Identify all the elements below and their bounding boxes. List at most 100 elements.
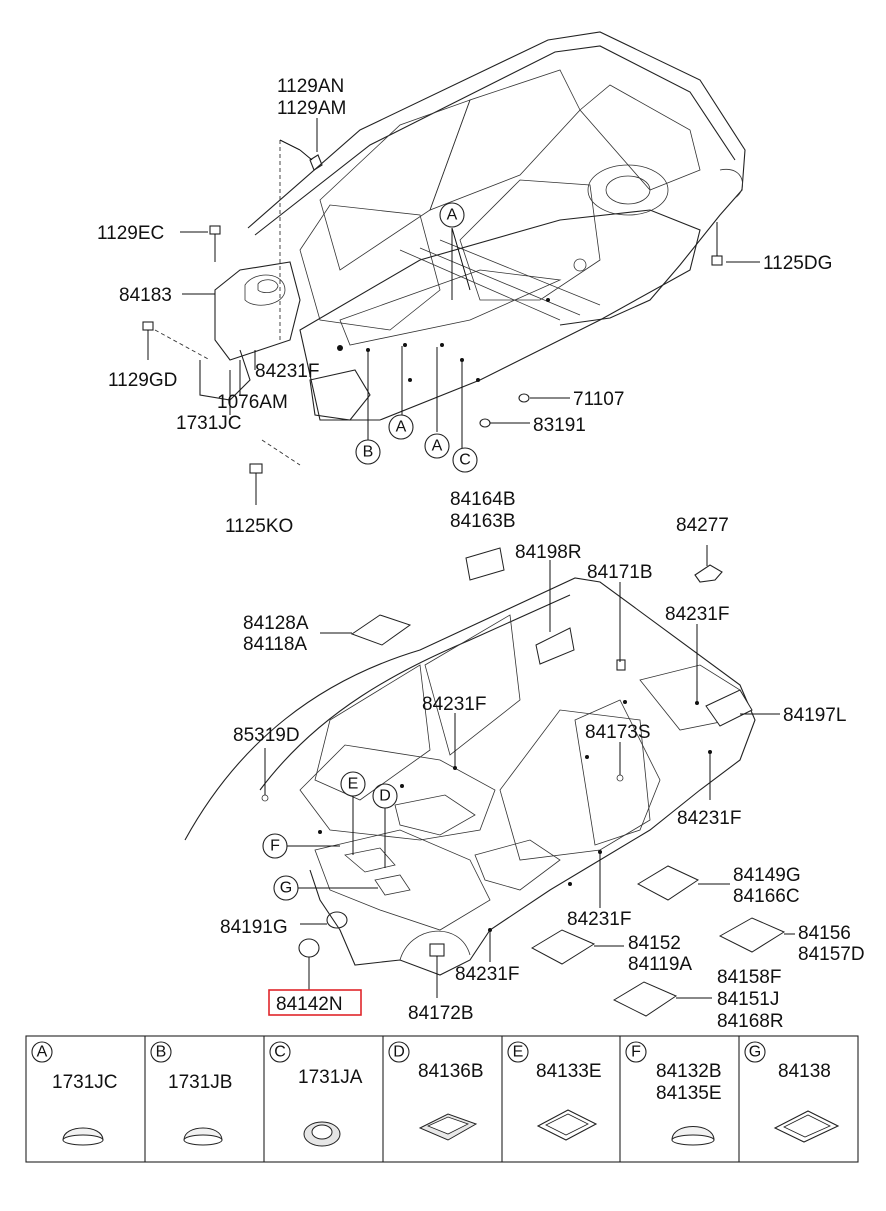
svg-text:D: D [393, 1044, 405, 1061]
svg-text:1731JC: 1731JC [52, 1072, 118, 1093]
svg-text:D: D [379, 788, 391, 805]
pad-icon [705, 689, 753, 727]
callout-e: E [340, 771, 366, 797]
part-label: 84163B [450, 511, 516, 532]
legend-cell-e: E 84133E [507, 1041, 602, 1141]
dome-clip-icon [671, 1126, 715, 1146]
svg-text:E: E [348, 776, 359, 793]
callout-g: G [273, 875, 299, 901]
svg-text:B: B [363, 444, 374, 461]
legend-cell-c: C 1731JA [269, 1041, 363, 1147]
part-label: 84168R [717, 1011, 784, 1032]
part-label: 84118A [243, 634, 307, 655]
pad-icon [535, 627, 575, 665]
legend-cell-a: A 1731JC [31, 1041, 118, 1146]
lower-body-illustration [184, 577, 756, 976]
part-label: 84231F [677, 808, 741, 829]
callout-a: A [424, 433, 450, 459]
clip-icon [479, 418, 491, 428]
svg-text:B: B [156, 1044, 167, 1061]
svg-text:G: G [749, 1044, 761, 1061]
callout-a: A [388, 414, 414, 440]
svg-text:F: F [270, 838, 280, 855]
part-label: 84157D [798, 944, 865, 965]
callout-d: D [372, 783, 398, 809]
part-label: 84277 [676, 515, 729, 536]
callout-b: B [355, 439, 381, 465]
part-label: 84128A [243, 613, 309, 634]
part-label: 84156 [798, 923, 851, 944]
clip-icon [518, 393, 530, 403]
legend-cell-g: G 84138 [744, 1041, 840, 1143]
legend-cell-d: D 84136B [388, 1041, 484, 1141]
svg-text:84135E: 84135E [656, 1083, 722, 1104]
part-label: 83191 [533, 415, 586, 436]
part-label: 84231F [422, 694, 486, 715]
part-label: 85319D [233, 725, 300, 746]
part-label: 84231F [665, 604, 729, 625]
svg-text:F: F [631, 1044, 641, 1061]
legend-table [25, 1035, 859, 1163]
part-label: 84151J [717, 989, 779, 1010]
part-label-highlighted[interactable]: 84142N [276, 994, 343, 1015]
part-label: 84231F [455, 964, 519, 985]
part-label: 1129AN [277, 76, 344, 97]
part-label: 84171B [587, 562, 653, 583]
grommet-icon [303, 1121, 341, 1147]
callout-f: F [262, 833, 288, 859]
callout-a: A [439, 202, 465, 228]
callout-c: C [452, 447, 478, 473]
pad-icon [465, 547, 505, 581]
bolt-icon [249, 463, 263, 505]
part-label: 1129EC [97, 223, 164, 244]
part-label: 84149G [733, 865, 801, 886]
part-label: 84172B [408, 1003, 474, 1024]
lower-leader-lines [264, 560, 795, 999]
part-label: 84191G [220, 917, 288, 938]
part-label: 1125KO [225, 516, 293, 537]
part-label: 84119A [628, 954, 692, 975]
part-label: 84231F [255, 361, 319, 382]
part-label: 84183 [119, 285, 172, 306]
svg-text:C: C [459, 452, 471, 469]
legend-cell-b: B 1731JB [150, 1041, 232, 1146]
part-label: 1731JC [176, 413, 242, 434]
svg-text:A: A [37, 1044, 48, 1061]
pad-icon [612, 981, 678, 1017]
bolt-icon [711, 222, 723, 266]
upper-leader-lines [154, 118, 760, 466]
part-label: 84198R [515, 542, 582, 563]
part-label: 84173S [585, 722, 651, 743]
pad-icon [718, 917, 786, 953]
svg-text:84132B: 84132B [656, 1061, 722, 1082]
part-label: 1076AM [217, 392, 288, 413]
part-label: 1129AM [277, 98, 346, 119]
svg-text:C: C [274, 1044, 286, 1061]
rect-pad-icon [418, 1113, 478, 1141]
svg-text:84138: 84138 [778, 1061, 831, 1082]
rect-frame-icon [773, 1110, 840, 1143]
part-label: 71107 [573, 389, 624, 410]
plug-icon [298, 938, 320, 958]
svg-text:E: E [513, 1044, 524, 1061]
bolt-icon [299, 149, 323, 171]
marker-icon [616, 659, 626, 671]
dome-clip-icon [183, 1127, 223, 1146]
pad-icon [350, 614, 412, 646]
pad-icon [530, 929, 596, 965]
highlighted-part-84142N[interactable]: 84142N [268, 989, 362, 1016]
svg-text:A: A [396, 419, 407, 436]
part-label: 84152 [628, 933, 681, 954]
svg-text:A: A [447, 207, 458, 224]
upper-body-illustration [199, 31, 746, 421]
part-label: 84231F [567, 909, 631, 930]
part-label: 84197L [783, 705, 846, 726]
bolt-icon [142, 321, 154, 360]
svg-text:A: A [432, 438, 443, 455]
svg-text:1731JA: 1731JA [298, 1067, 363, 1088]
legend-cell-f: F 84132B 84135E [625, 1041, 722, 1146]
plug-icon [326, 911, 348, 929]
svg-text:84133E: 84133E [536, 1061, 602, 1082]
part-label: 84164B [450, 489, 516, 510]
